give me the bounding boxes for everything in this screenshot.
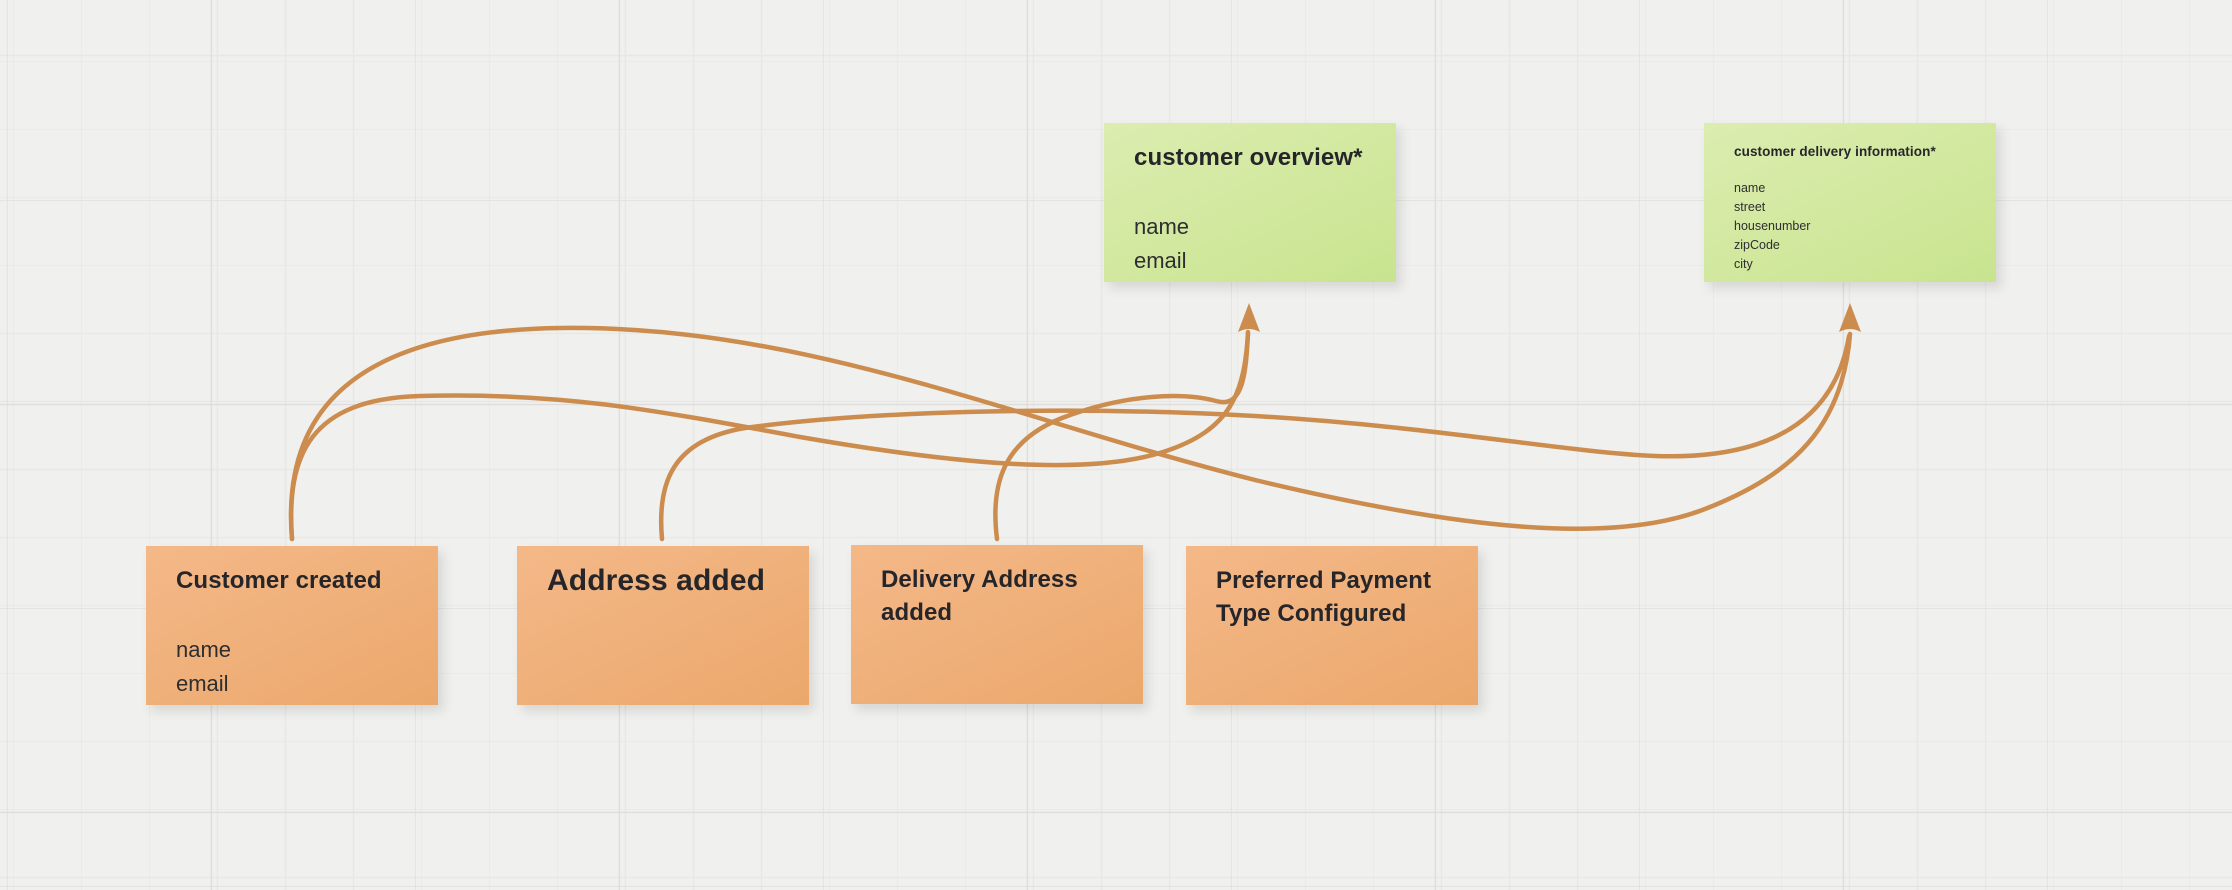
field-line: street xyxy=(1734,200,1766,214)
connector-delivery-address-added-to-customer-overview[interactable] xyxy=(993,329,1251,542)
field-line: zipCode xyxy=(1734,238,1780,252)
note-fields: name email xyxy=(176,633,408,701)
field-line: email xyxy=(176,671,229,696)
field-line: name xyxy=(1134,214,1190,239)
connector-customer-created-to-customer-overview[interactable] xyxy=(288,331,1251,542)
sticky-note-delivery-address-added[interactable]: Delivery Address added xyxy=(851,545,1143,704)
sticky-note-customer-delivery-information[interactable]: customer delivery information* name stree… xyxy=(1704,123,1996,282)
note-title: customer delivery information* xyxy=(1734,144,1936,159)
sticky-note-customer-created[interactable]: Customer created name email xyxy=(146,546,438,705)
arrowhead-icon xyxy=(1238,303,1260,332)
note-title: customer overview* xyxy=(1134,144,1363,171)
connector-customer-created-to-customer-delivery-information[interactable] xyxy=(288,325,1853,542)
field-line: name xyxy=(176,637,232,662)
field-line: name xyxy=(1734,181,1766,195)
note-title: Preferred Payment Type Configured xyxy=(1216,567,1432,627)
note-fields: name email xyxy=(1134,210,1366,278)
sticky-note-preferred-payment-type-configured[interactable]: Preferred Payment Type Configured xyxy=(1186,546,1478,705)
note-title: Address added xyxy=(547,564,766,597)
field-line: email xyxy=(1134,248,1187,273)
sticky-note-customer-overview[interactable]: customer overview* name email xyxy=(1104,123,1396,282)
field-line: city xyxy=(1734,257,1753,271)
note-title: Delivery Address added xyxy=(881,566,1078,626)
field-line: housenumber xyxy=(1734,219,1811,233)
connector-address-added-to-customer-delivery-information[interactable] xyxy=(658,333,1852,542)
note-fields: name street housenumber zipCode city xyxy=(1734,179,1966,274)
note-title: Customer created xyxy=(176,567,382,594)
arrowhead-icon xyxy=(1839,303,1861,332)
sticky-note-address-added[interactable]: Address added xyxy=(517,546,809,705)
